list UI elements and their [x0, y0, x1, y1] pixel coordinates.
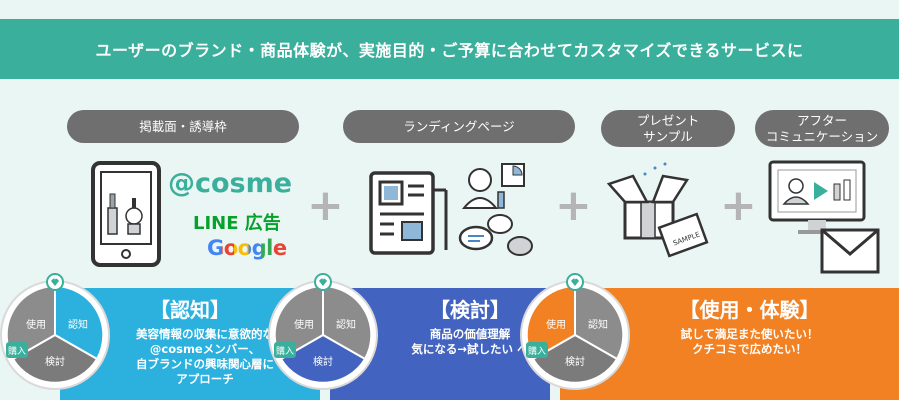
cycle-label-use: 使用 — [546, 318, 566, 331]
landing-page-icon — [369, 171, 448, 255]
pill-label-line2: サンプル — [643, 128, 693, 144]
cycle-label-consider: 検討 — [45, 355, 65, 368]
consumer-research-icon — [458, 163, 533, 256]
pill-label-line1: プレゼント — [636, 112, 700, 128]
cycle-label-purchase: 購入 — [528, 345, 546, 357]
cosme-logo: @cosme — [168, 168, 293, 199]
stage-desc-line: 試して満足また使いたい！ — [680, 327, 819, 341]
gift-box-icon: SAMPLE — [606, 162, 709, 258]
monitor-icon — [768, 160, 880, 274]
cycle-label-recognize: 認知 — [68, 318, 88, 331]
cycle-label-use: 使用 — [294, 318, 314, 331]
stage-desc-line: 自ブランドの興味関心層に — [136, 356, 274, 371]
stage-desc-line: 商品の価値理解 — [429, 327, 511, 341]
cycle-label-purchase: 購入 — [276, 345, 294, 357]
headline-banner: ユーザーのブランド・商品体験が、実施目的・ご予算に合わせてカスタマイズできるサー… — [0, 19, 899, 79]
journey-cycle-awareness: 認知 使用 検討 購入 — [0, 273, 110, 390]
pill-label: ランディングページ — [403, 118, 515, 134]
cycle-label-purchase: 購入 — [8, 345, 26, 357]
google-logo: Google — [207, 236, 287, 260]
google-wordmark: Google — [207, 236, 287, 260]
plus-icon: + — [307, 180, 344, 231]
plus-icon: + — [555, 180, 592, 231]
cycle-label-use: 使用 — [26, 318, 46, 331]
category-pill-after-communication: アフター コミュニケーション — [755, 110, 889, 147]
stage-desc-line: クチコミで広めたい！ — [692, 341, 807, 356]
stage-desc-line: @cosmeメンバー、 — [149, 341, 261, 356]
category-pill-landing-page: ランディングページ — [343, 110, 575, 143]
journey-cycle-usage: 認知 使用 検討 購入 — [520, 273, 630, 390]
stage-title: 【使用・体験】 — [679, 298, 820, 322]
journey-cycle-consideration: 認知 使用 検討 購入 — [268, 273, 378, 390]
stage-title: 【検討】 — [430, 298, 510, 322]
stage-desc-line: 気になる→試したい へ — [411, 341, 529, 356]
pill-label: 掲載面・誘導枠 — [139, 118, 227, 134]
category-pill-sample: プレゼント サンプル — [601, 110, 735, 147]
cycle-label-consider: 検討 — [313, 355, 333, 368]
cycle-label-recognize: 認知 — [336, 318, 356, 331]
plus-icon: + — [720, 180, 757, 231]
stage-desc-line: アプローチ — [176, 371, 234, 386]
pill-label-line1: アフター — [796, 112, 847, 128]
stage-desc-line: 美容情報の収集に意欲的な — [136, 327, 274, 341]
cycle-label-recognize: 認知 — [588, 318, 608, 331]
tablet-icon — [91, 161, 161, 267]
stage-title: 【認知】 — [150, 298, 230, 322]
pill-label-line2: コミュニケーション — [765, 128, 879, 144]
line-ads-logo: LINE 広告 — [193, 213, 281, 234]
category-pill-placement: 掲載面・誘導枠 — [67, 110, 299, 143]
cycle-label-consider: 検討 — [565, 355, 585, 368]
headline-text: ユーザーのブランド・商品体験が、実施目的・ご予算に合わせてカスタマイズできるサー… — [95, 41, 804, 60]
